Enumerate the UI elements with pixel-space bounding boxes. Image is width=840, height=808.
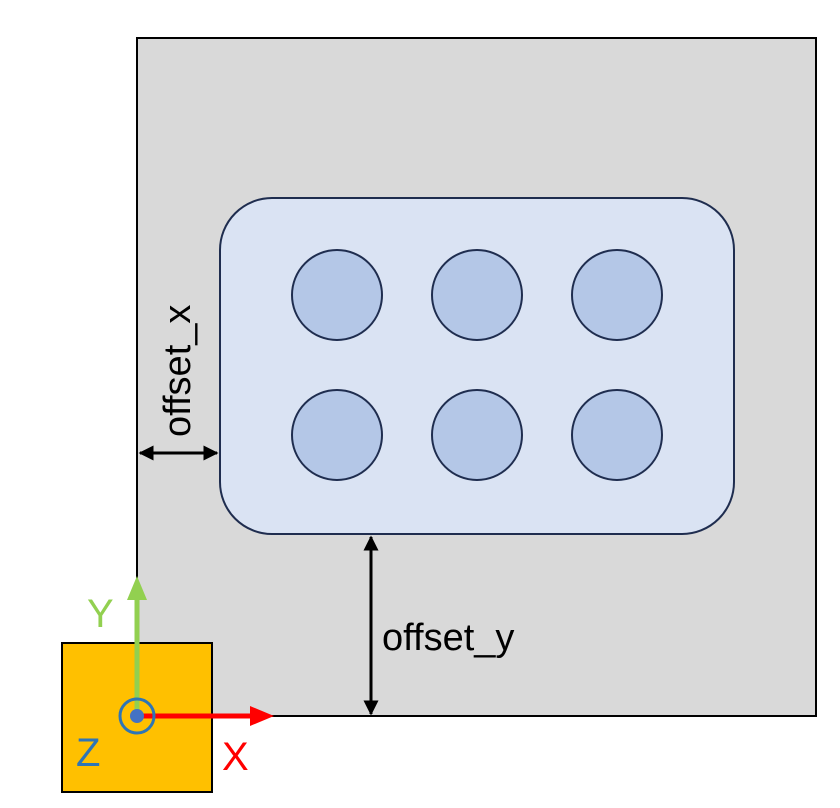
x-axis-arrow xyxy=(137,706,274,726)
y-axis-arrow xyxy=(127,576,147,716)
offset-x-label: offset_x xyxy=(157,305,199,437)
well xyxy=(431,389,523,481)
well xyxy=(571,389,663,481)
well-grid xyxy=(291,249,663,481)
z-axis-icon xyxy=(118,697,156,735)
well xyxy=(291,249,383,341)
z-axis-label: Z xyxy=(76,731,100,775)
offset-y-label: offset_y xyxy=(382,617,514,659)
well xyxy=(291,389,383,481)
labware-plate xyxy=(219,197,735,535)
x-axis-label: X xyxy=(222,735,249,779)
well xyxy=(571,249,663,341)
well xyxy=(431,249,523,341)
y-axis-label: Y xyxy=(87,592,114,636)
